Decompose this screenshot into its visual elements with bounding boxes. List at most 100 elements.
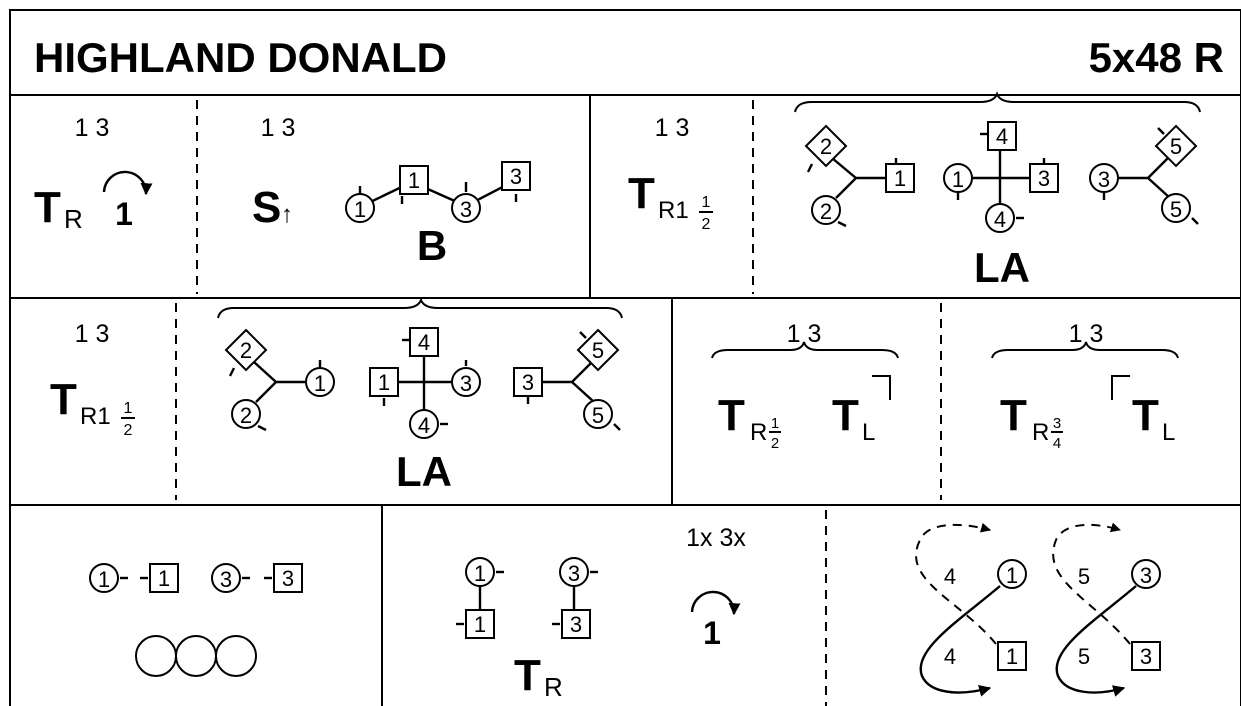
dancer-square-3: 3 [1029,163,1059,193]
svg-text:2: 2 [820,199,832,224]
dancer-square-3: 3 [513,367,543,397]
la-group-middle: 4 1 3 4 [369,327,481,439]
svg-text:1: 1 [474,561,486,586]
svg-text:3: 3 [1140,644,1152,669]
svg-text:3: 3 [282,566,294,591]
figure-symbol-2: T [1132,391,1159,440]
svg-text:3: 3 [220,567,232,592]
svg-text:4: 4 [418,413,430,438]
fraction-denominator: 4 [1053,435,1061,452]
dancer-square-3: 3 [501,161,531,191]
dancer-square-1: 1 [369,367,399,397]
turn-arrow-icon [102,170,153,196]
dancer-square-4: 4 [987,121,1017,151]
svg-text:1: 1 [314,371,326,396]
figure-subscript: R [750,419,767,446]
svg-text:1: 1 [98,567,110,592]
la-group-right: 3 5 5 [1089,124,1199,225]
la-group-left: 2 2 1 [804,124,915,228]
figure-symbol: S [252,183,281,232]
fraction-denominator: 2 [124,422,133,439]
dance-spec: 5x48 R [1089,34,1224,81]
dancer-circle-3: 3 [451,193,481,223]
svg-text:4: 4 [994,207,1006,232]
dancer-square-4: 4 [409,327,439,357]
svg-text:1: 1 [474,612,486,637]
svg-text:3: 3 [460,371,472,396]
dancer-square-1: 1 [465,609,495,639]
r1-cell-3: 1 3 T R1 1 2 [628,114,713,233]
set-circle [135,635,177,677]
dancer-circle-3: 3 [1131,559,1161,589]
svg-text:1: 1 [894,166,906,191]
dancer-square-3: 3 [273,563,303,593]
dancer-circle-2: 2 [231,399,261,429]
r1-cell-1: 1 3 T R 1 [34,114,153,234]
svg-text:1: 1 [952,167,964,192]
r2-cell-1: 1 3 T R1 1 2 [50,320,135,439]
dancer-diamond-2: 2 [804,124,848,168]
fraction-numerator: 3 [1053,415,1061,432]
set-circle [215,635,257,677]
svg-text:3: 3 [1140,563,1152,588]
bars-label: 1 3 [75,114,110,142]
position-label: 4 [944,644,956,669]
bars-label: 1 3 [75,320,110,348]
path-solid-left [919,585,1001,697]
svg-text:1: 1 [158,566,170,591]
dancer-circle-3: 3 [211,563,241,593]
figure-subscript: R1 [658,197,689,224]
dancer-square-1: 1 [399,165,429,195]
svg-text:1: 1 [408,168,420,193]
dancer-circle-2: 2 [811,195,841,225]
svg-text:5: 5 [1170,134,1182,159]
figure-subscript-2: L [862,419,875,446]
set-circle [175,635,217,677]
figure-subscript: R [544,672,563,702]
svg-text:3: 3 [568,561,580,586]
turn-count: 1 [115,196,133,232]
figure-symbol: T [514,651,541,700]
r1-cell-4: 2 2 1 4 1 3 4 3 5 5 LA [794,91,1201,291]
bars-label: 1 3 [787,320,822,348]
fraction-numerator: 1 [771,415,779,432]
dancer-square-1: 1 [885,163,915,193]
dancer-circle-4: 4 [985,203,1015,233]
formation-label: LA [396,448,452,495]
figure-symbol: T [50,375,77,424]
figure-symbol-2: T [832,391,859,440]
r3-cell-2: 1 1 3 3 T R 1x 3x 1 [456,524,746,702]
figure-symbol: T [628,169,655,218]
svg-text:1: 1 [1006,644,1018,669]
svg-text:5: 5 [592,338,604,363]
fraction-denominator: 2 [771,435,779,452]
direction-arrow-icon: ↑ [281,201,293,228]
brace [794,91,1201,113]
fraction-denominator: 2 [702,216,711,233]
bars-label: 1 3 [1069,320,1104,348]
dance-title: HIGHLAND DONALD [34,34,447,81]
figure-symbol: T [718,391,745,440]
svg-text:2: 2 [240,338,252,363]
svg-text:3: 3 [510,164,522,189]
svg-text:3: 3 [1098,167,1110,192]
position-label: 4 [944,564,956,589]
formation-label: LA [974,244,1030,291]
path-solid-right [1055,585,1137,697]
brace [991,341,1179,359]
dancer-diamond-2: 2 [224,328,268,372]
svg-text:1: 1 [354,197,366,222]
figure-subscript: R1 [80,403,111,430]
position-label: 5 [1078,564,1090,589]
svg-text:2: 2 [240,403,252,428]
svg-text:4: 4 [996,124,1008,149]
r2-cell-4: 1 3 T R 3 4 T L [991,320,1179,452]
figure-subscript: R [64,204,83,234]
figure-subscript-2: L [1162,419,1175,446]
figure-subscript: R [1032,419,1049,446]
svg-text:3: 3 [460,197,472,222]
brace [711,341,899,359]
dancer-circle-4: 4 [409,409,439,439]
dancer-square-3: 3 [561,609,591,639]
